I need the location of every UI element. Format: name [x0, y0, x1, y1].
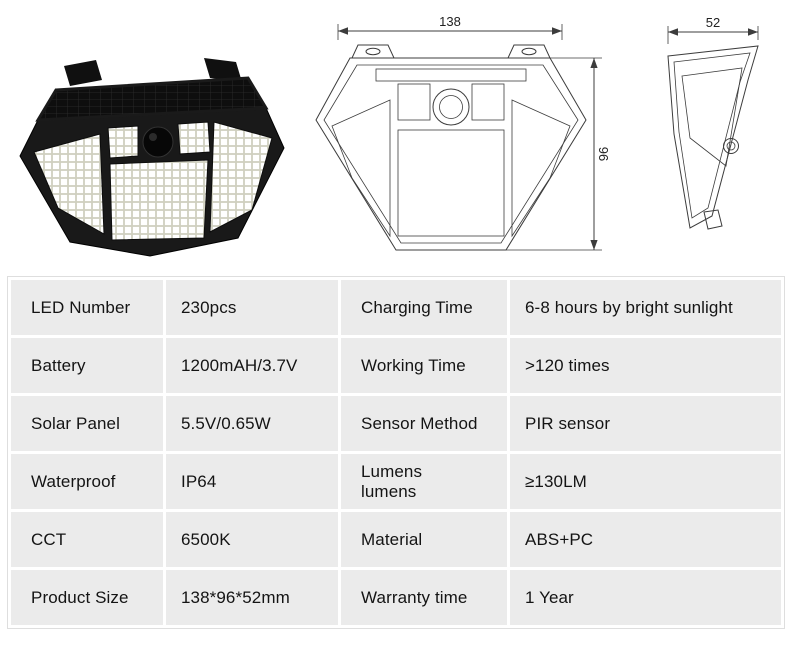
spec-label: Battery — [11, 338, 163, 393]
ear-right-outline — [507, 44, 551, 59]
table-row: LED Number 230pcs Charging Time 6-8 hour… — [11, 280, 781, 335]
side-outline-inner — [673, 52, 751, 219]
spec-label: Sensor Method — [341, 396, 507, 451]
top-band — [375, 68, 527, 82]
table-row: Battery 1200mAH/3.7V Working Time >120 t… — [11, 338, 781, 393]
led-grid-right — [511, 99, 571, 238]
front-view-drawing: 138 96 — [298, 14, 610, 264]
pir-sensor — [142, 126, 174, 158]
ear-left-hole — [365, 47, 381, 56]
spec-value: ≥130LM — [510, 454, 781, 509]
solar-panel — [35, 76, 269, 122]
spec-label: Working Time — [341, 338, 507, 393]
dimension-depth-label: 52 — [706, 16, 720, 30]
ear-left-outline — [351, 44, 395, 59]
led-grid-left — [331, 99, 391, 238]
spec-label: Material — [341, 512, 507, 567]
spec-label: Lumens lumens — [341, 454, 507, 509]
side-sensor-outline — [723, 138, 739, 154]
led-grid-center — [397, 129, 505, 237]
mount-ear-left — [64, 60, 102, 86]
spec-value: IP64 — [166, 454, 338, 509]
spec-label: LED Number — [11, 280, 163, 335]
body-outline-inner — [323, 64, 579, 244]
dimension-width-label: 138 — [439, 14, 461, 29]
spec-table: LED Number 230pcs Charging Time 6-8 hour… — [7, 276, 785, 629]
led-grid-top-right — [471, 83, 505, 121]
spec-label: Solar Panel — [11, 396, 163, 451]
sensor-inner — [439, 95, 463, 119]
side-sensor-inner — [726, 141, 736, 151]
spec-value: >120 times — [510, 338, 781, 393]
product-photo — [12, 50, 290, 268]
led-strip-left — [107, 125, 139, 159]
spec-value: 5.5V/0.65W — [166, 396, 338, 451]
led-panel-center — [109, 159, 209, 241]
spec-label: Warranty time — [341, 570, 507, 625]
table-row: CCT 6500K Material ABS+PC — [11, 512, 781, 567]
ear-right-hole — [521, 47, 537, 56]
led-strip-right — [177, 121, 211, 155]
side-outline-outer — [667, 45, 759, 229]
pir-sensor-highlight — [149, 133, 157, 141]
led-panel-left — [33, 133, 105, 235]
side-led-grid — [681, 67, 743, 167]
spec-value: 6-8 hours by bright sunlight — [510, 280, 781, 335]
spec-value: 1 Year — [510, 570, 781, 625]
side-view-svg: 52 — [667, 16, 759, 230]
spec-value: 1200mAH/3.7V — [166, 338, 338, 393]
table-row: Product Size 138*96*52mm Warranty time 1… — [11, 570, 781, 625]
table-row: Solar Panel 5.5V/0.65W Sensor Method PIR… — [11, 396, 781, 451]
dimension-height-label: 96 — [596, 147, 610, 161]
spec-value: 6500K — [166, 512, 338, 567]
led-panel-right — [209, 121, 273, 233]
spec-value: 138*96*52mm — [166, 570, 338, 625]
spec-label: Waterproof — [11, 454, 163, 509]
table-row: Waterproof IP64 Lumens lumens ≥130LM — [11, 454, 781, 509]
mount-ear-right — [204, 58, 242, 82]
spec-label: Charging Time — [341, 280, 507, 335]
solar-wall-light-image — [19, 58, 285, 257]
spec-value: ABS+PC — [510, 512, 781, 567]
side-foot — [703, 209, 723, 230]
front-view-svg: 138 96 — [315, 14, 610, 251]
spec-value: PIR sensor — [510, 396, 781, 451]
spec-label: Product Size — [11, 570, 163, 625]
led-grid-top-left — [397, 83, 431, 121]
sensor-outline — [432, 88, 470, 126]
spec-value: 230pcs — [166, 280, 338, 335]
body-outline-outer — [315, 57, 587, 251]
side-view-drawing: 52 — [634, 16, 782, 254]
spec-label: CCT — [11, 512, 163, 567]
